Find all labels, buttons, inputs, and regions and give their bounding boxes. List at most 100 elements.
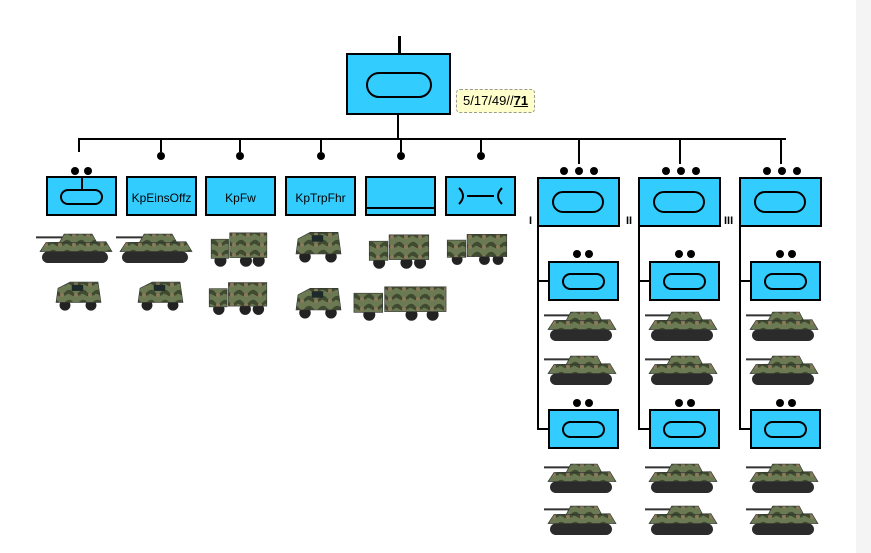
armour-symbol	[60, 189, 103, 205]
echelon-dot	[573, 399, 581, 407]
hq-unit-kpeinsoffz[interactable]: KpEinsOffz	[126, 176, 197, 216]
armour-symbol	[552, 191, 604, 213]
platoon-spine	[537, 227, 539, 429]
section-unit[interactable]	[649, 261, 720, 301]
branch-drop	[78, 138, 80, 152]
unit-label: KpFw	[225, 191, 256, 205]
section-unit[interactable]	[750, 261, 821, 301]
echelon-dot	[692, 167, 700, 175]
echelon-dot	[776, 399, 784, 407]
platoon-numeral: I	[529, 215, 533, 227]
platoon-numeral: II	[626, 215, 633, 227]
tank-icon	[645, 355, 718, 385]
tank-icon	[116, 233, 193, 263]
echelon-dot	[763, 167, 771, 175]
echelon-dot	[71, 167, 79, 175]
maintenance-symbol	[458, 187, 503, 205]
armour-symbol	[754, 191, 806, 213]
truck-icon	[210, 232, 268, 267]
armoured-car-icon	[295, 288, 342, 319]
echelon-dot	[675, 399, 683, 407]
platoon-tick	[638, 428, 650, 430]
platoon-tick	[638, 280, 650, 282]
armour-symbol	[663, 273, 706, 290]
platoon-numeral: III	[724, 215, 734, 227]
tank-icon	[746, 355, 819, 385]
truck-icon	[446, 234, 508, 265]
armour-symbol	[562, 273, 605, 290]
platoon-spine	[739, 227, 741, 429]
truck-icon	[208, 282, 268, 315]
platoon-tick	[537, 280, 549, 282]
section-unit[interactable]	[649, 409, 720, 449]
armour-symbol	[663, 421, 706, 438]
echelon-dot	[788, 250, 796, 258]
platoon-tick	[739, 428, 751, 430]
armour-symbol	[562, 421, 605, 438]
hq-unit-kptrpfhr[interactable]: KpTrpFhr	[285, 176, 356, 216]
right-margin-strip	[856, 0, 871, 553]
designation-text: 5/17/49//	[463, 93, 514, 108]
designation-bold: 71	[513, 93, 529, 108]
hq-unit-armour[interactable]	[46, 176, 117, 216]
echelon-dot	[477, 152, 485, 160]
echelon-dot	[687, 399, 695, 407]
tank-icon	[544, 505, 617, 535]
echelon-dot	[776, 250, 784, 258]
unit-label: KpEinsOffz	[131, 191, 192, 205]
truck-icon	[368, 234, 430, 269]
branch-bar	[78, 138, 786, 140]
branch-drop	[480, 138, 482, 152]
branch-drop	[160, 138, 162, 152]
echelon-dot	[84, 167, 92, 175]
tank-icon	[544, 355, 617, 385]
platoon-1-unit[interactable]	[537, 177, 620, 227]
trunk-line	[397, 115, 399, 139]
section-unit[interactable]	[548, 261, 619, 301]
hq-unit-maintenance[interactable]	[445, 176, 516, 216]
tank-icon	[645, 505, 718, 535]
echelon-dot	[397, 152, 405, 160]
tank-icon	[645, 463, 718, 493]
tank-icon	[746, 311, 819, 341]
armour-symbol	[764, 421, 807, 438]
tank-icon	[544, 463, 617, 493]
echelon-dot	[662, 167, 670, 175]
hq-mark	[81, 178, 83, 189]
echelon-dot	[575, 167, 583, 175]
tank-icon	[645, 311, 718, 341]
platoon-tick	[739, 280, 751, 282]
hq-unit-supply[interactable]	[365, 176, 436, 216]
echelon-dot	[585, 399, 593, 407]
armoured-car-icon	[137, 281, 184, 311]
branch-drop	[320, 138, 322, 152]
tank-icon	[746, 505, 819, 535]
echelon-dot	[788, 399, 796, 407]
branch-drop	[679, 138, 681, 164]
echelon-dot	[675, 250, 683, 258]
platoon-2-unit[interactable]	[638, 177, 721, 227]
echelon-dot	[677, 167, 685, 175]
echelon-dot	[778, 167, 786, 175]
platoon-3-unit[interactable]	[739, 177, 822, 227]
supply-symbol	[367, 207, 434, 209]
armour-symbol	[653, 191, 705, 213]
echelon-dot	[590, 167, 598, 175]
echelon-dot	[573, 250, 581, 258]
section-unit[interactable]	[750, 409, 821, 449]
top-connector	[398, 36, 401, 54]
tank-icon	[544, 311, 617, 341]
echelon-dot	[560, 167, 568, 175]
tank-icon	[36, 233, 113, 263]
echelon-dot	[317, 152, 325, 160]
platoon-tick	[537, 428, 549, 430]
section-unit[interactable]	[548, 409, 619, 449]
hq-unit-kpfw[interactable]: KpFw	[205, 176, 276, 216]
tank-icon	[746, 463, 819, 493]
platoon-spine	[638, 227, 640, 429]
echelon-dot	[157, 152, 165, 160]
company-unit-symbol[interactable]	[346, 53, 451, 115]
armoured-car-icon	[55, 281, 102, 311]
unit-designation-tag: 5/17/49//71	[456, 89, 536, 113]
